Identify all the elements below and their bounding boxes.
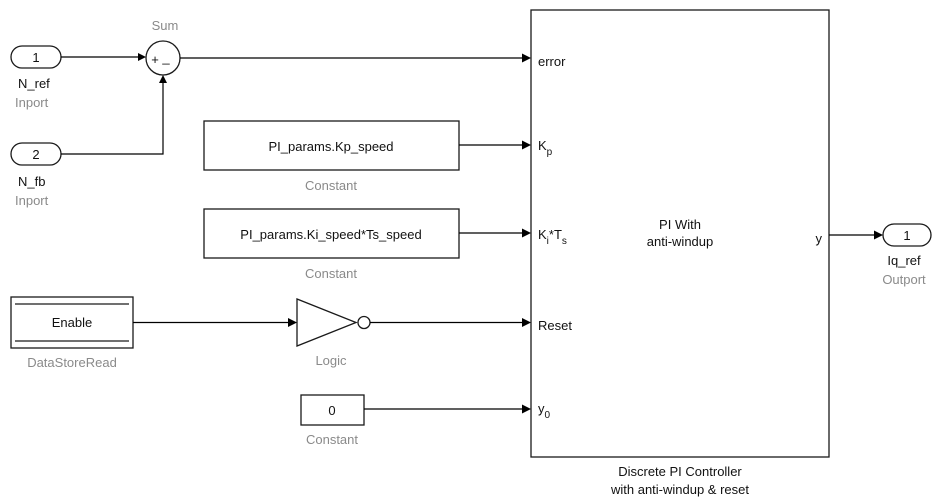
arrow-kp-to-controller [522, 140, 531, 150]
inport-2-number: 2 [32, 147, 39, 162]
datastore-read-block[interactable]: Enable [10, 296, 134, 349]
port-label-kp: Kp [538, 138, 553, 158]
arrow-zero-to-y0 [522, 404, 531, 414]
port-label-ki-ts: Ki*Ts [538, 227, 567, 247]
arrow-datastore-to-logic [288, 318, 297, 327]
datastore-value: Enable [52, 315, 92, 330]
inport-1[interactable]: 1 [10, 45, 62, 69]
sum-minus-sign: _ [161, 50, 170, 65]
pi-controller-block[interactable]: PI With anti-windup error Kp Ki*Ts Reset… [530, 9, 830, 458]
arrow-logic-to-reset [522, 318, 531, 327]
port-label-error: error [538, 54, 566, 69]
datastore-read-shape[interactable] [10, 296, 134, 349]
constant-zero-type-label: Constant [306, 432, 358, 447]
constant-zero-shape[interactable] [300, 394, 365, 426]
arrow-sum-to-error [522, 53, 531, 63]
pi-controller-caption-line1: Discrete PI Controller [618, 464, 742, 479]
port-label-reset: Reset [538, 318, 572, 333]
inport-1-number: 1 [32, 50, 39, 65]
outport-1-type-label: Outport [882, 272, 926, 287]
pi-controller-caption-line2: with anti-windup & reset [610, 482, 749, 497]
arrow-nref-to-sum [138, 53, 146, 61]
constant-zero-block[interactable]: 0 [300, 394, 365, 426]
constant-kp-block[interactable]: PI_params.Kp_speed [203, 120, 460, 171]
constant-ki-block[interactable]: PI_params.Ki_speed*Ts_speed [203, 208, 460, 259]
sum-block-label: Sum [152, 18, 179, 33]
logic-type-label: Logic [315, 353, 347, 368]
sum-plus-sign: + [151, 52, 159, 67]
port-label-y0: y0 [538, 401, 551, 421]
inport-1-type-label: Inport [15, 95, 49, 110]
pi-controller-shape[interactable] [530, 9, 830, 458]
logic-inversion-bubble [357, 315, 371, 330]
logic-triangle[interactable] [296, 298, 358, 347]
datastore-type-label: DataStoreRead [27, 355, 117, 370]
arrow-ki-to-controller [522, 228, 531, 238]
wire-nfb-to-sum[interactable] [61, 82, 164, 155]
arrow-nfb-to-sum [159, 75, 167, 83]
inport-2-type-label: Inport [15, 193, 49, 208]
constant-ki-type-label: Constant [305, 266, 357, 281]
outport-1[interactable]: 1 [882, 223, 932, 247]
port-label-y-out: y [816, 231, 823, 246]
inport-2[interactable]: 2 [10, 142, 62, 166]
constant-ki-value: PI_params.Ki_speed*Ts_speed [240, 227, 421, 242]
constant-ki-shape[interactable] [203, 208, 460, 259]
constant-zero-value: 0 [328, 403, 335, 418]
inport-2-signal-label: N_fb [18, 174, 45, 189]
sum-block[interactable]: + _ [145, 40, 181, 76]
outport-1-signal-label: Iq_ref [887, 253, 921, 268]
pi-controller-title-line1: PI With [659, 217, 701, 232]
inport-1-signal-label: N_ref [18, 76, 50, 91]
pi-controller-title-line2: anti-windup [647, 234, 714, 249]
constant-kp-value: PI_params.Kp_speed [268, 139, 393, 154]
outport-1-number: 1 [903, 228, 910, 243]
arrow-y-to-outport [874, 230, 883, 240]
constant-kp-type-label: Constant [305, 178, 357, 193]
logic-not-block[interactable] [296, 298, 371, 347]
